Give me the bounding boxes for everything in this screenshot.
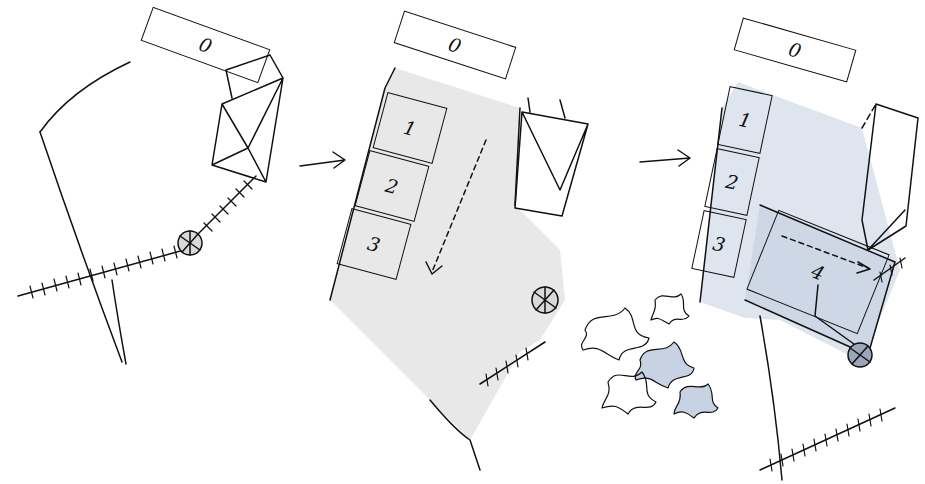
tree-cluster [651, 294, 689, 324]
dashed-arrow [426, 262, 442, 274]
hatch-ticks [486, 348, 528, 386]
zone-box: 3 [337, 208, 412, 280]
site-fill [700, 82, 900, 362]
zone-number: 2 [384, 175, 401, 196]
site-edge [40, 62, 130, 132]
zone-box: 2 [704, 148, 760, 216]
tree-symbol [178, 231, 202, 255]
zone-number: 0 [196, 34, 214, 56]
dashed-arrow [432, 140, 486, 272]
dashed-arrow [857, 262, 870, 273]
site-edge [330, 68, 520, 470]
zone-number: 1 [402, 117, 419, 138]
tree-symbol [534, 287, 556, 313]
hatched-boundary [18, 176, 256, 296]
tree-symbol [848, 343, 872, 367]
tree-cluster [602, 372, 656, 414]
hatched-boundary [760, 258, 905, 470]
building-fill [745, 205, 895, 355]
site-edge [40, 132, 122, 362]
hatched-boundary [480, 342, 545, 384]
site-edge [700, 108, 782, 480]
tree-cluster [635, 342, 694, 388]
tree-symbol [850, 346, 870, 364]
hatch-ticks [770, 258, 902, 471]
building-outline [212, 55, 283, 182]
tree-symbol [532, 287, 558, 313]
zone-box: 0 [394, 11, 517, 80]
zone-number: 0 [446, 34, 463, 56]
zone-number: 3 [366, 233, 383, 254]
zone-box: 1 [373, 92, 448, 164]
zone-box: 4 [746, 210, 889, 335]
zone-box: 0 [140, 7, 270, 84]
process-arrow [300, 152, 345, 168]
building-outline [745, 205, 895, 355]
process-arrow [640, 150, 690, 166]
tree-cluster [674, 384, 718, 418]
zone-box: 1 [717, 86, 773, 154]
dashed-arrow [782, 236, 868, 268]
zone-number: 3 [711, 233, 727, 254]
building-outline [515, 98, 588, 216]
zone-box: 0 [734, 17, 857, 82]
tree-symbol [180, 231, 200, 255]
hatch-ticks [30, 181, 252, 298]
zone-number: 4 [809, 261, 827, 283]
zone-number: 2 [724, 171, 740, 192]
building-outline [862, 104, 918, 250]
zone-number: 0 [787, 39, 804, 61]
zone-box: 3 [691, 210, 747, 278]
zone-box: 2 [355, 150, 430, 222]
site-fill [330, 68, 565, 440]
zone-number: 1 [737, 109, 753, 130]
tree-cluster [581, 308, 649, 360]
road-line [112, 280, 126, 364]
